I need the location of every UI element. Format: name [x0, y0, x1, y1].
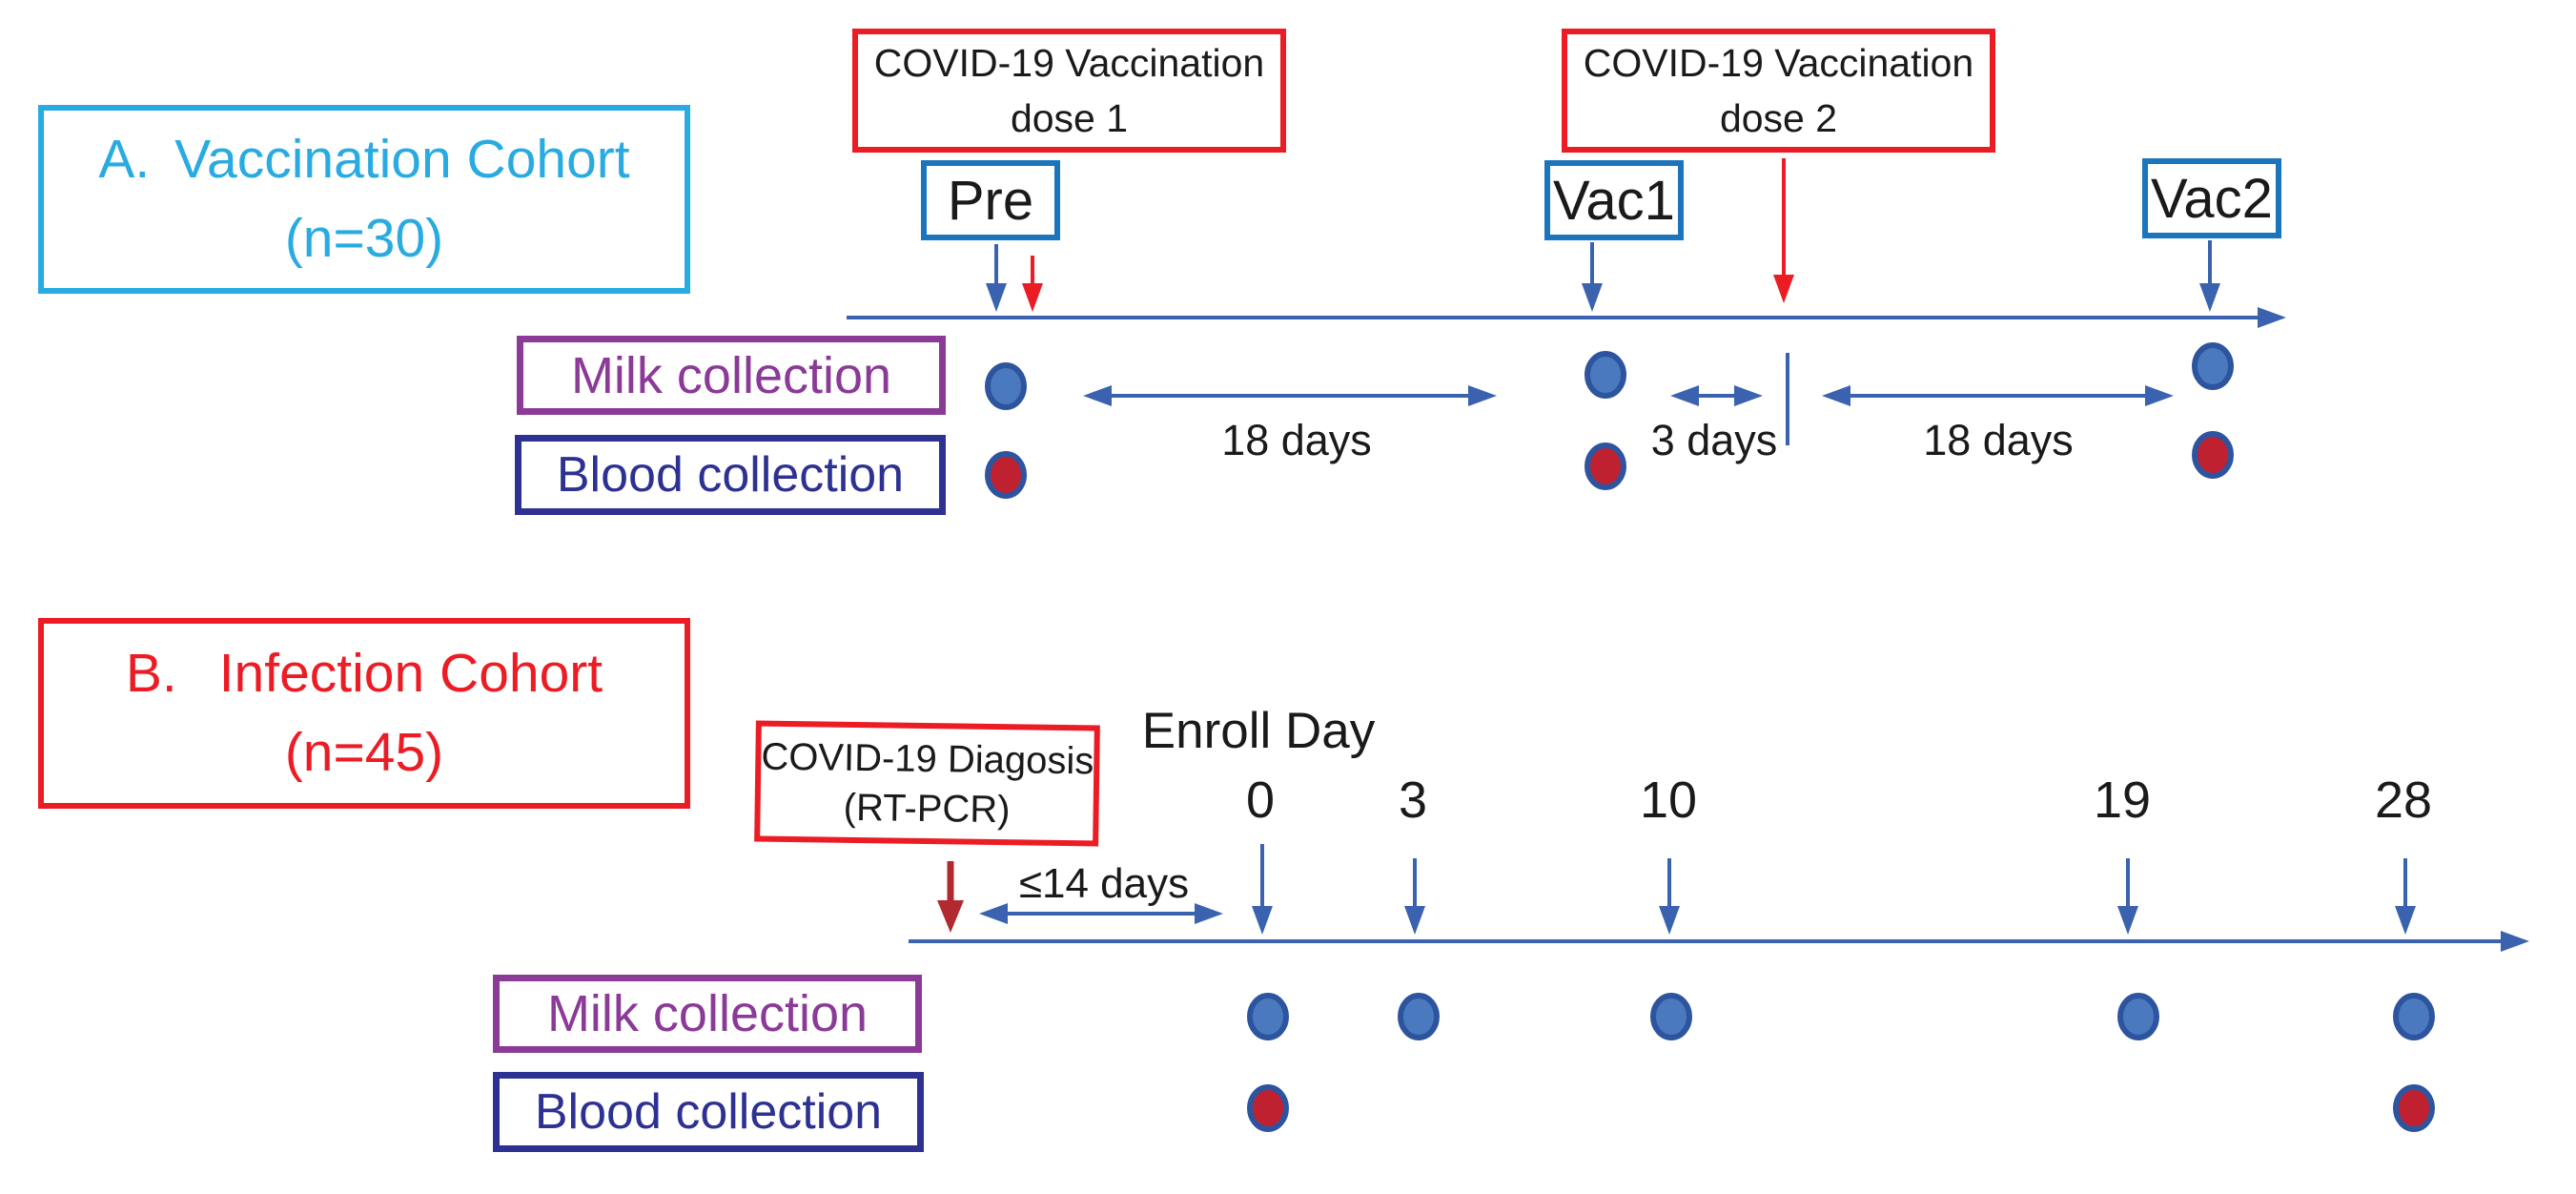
interval-label-3-days: 3 days [1650, 416, 1778, 464]
window-label-14-days: ≤14 days [1018, 860, 1190, 907]
cohort-b-letter: B. [125, 643, 177, 705]
dose1-line2: dose 1 [1010, 96, 1129, 140]
cohort-a-letter: A. [98, 129, 151, 191]
blood-collection-box-a: Blood collection [515, 435, 946, 515]
dose1-callout-box: COVID-19 Vaccination dose 1 [852, 29, 1286, 153]
timepoint-pre-label: Pre [947, 169, 1034, 232]
diagnosis-callout-box: COVID-19 Diagosis (RT-PCR) [754, 720, 1100, 847]
timepoint-vac2-box: Vac2 [2142, 158, 2281, 238]
dose2-line1: COVID-19 Vaccination [1583, 40, 1974, 85]
blood-collection-label-a: Blood collection [556, 447, 905, 503]
timepoint-vac1-box: Vac1 [1544, 160, 1684, 240]
blood-dot-vac1 [1584, 443, 1626, 490]
timepoint-vac1-label: Vac1 [1553, 169, 1675, 232]
blood-collection-box-b: Blood collection [493, 1072, 924, 1152]
dose2-callout-box: COVID-19 Vaccination dose 2 [1562, 29, 1995, 153]
cohort-b-title-box: B. Infection Cohort (n=45) [38, 618, 690, 809]
milk-collection-box-b: Milk collection [493, 975, 922, 1053]
blood-dot-day0 [1247, 1084, 1289, 1132]
milk-dot-day10 [1650, 993, 1692, 1040]
milk-dot-day3 [1398, 993, 1440, 1040]
cohort-a-n: (n=30) [284, 208, 444, 269]
day-label-0: 0 [1245, 772, 1276, 829]
milk-dot-day0 [1247, 993, 1289, 1040]
diagnosis-line2: (RT-PCR) [843, 786, 1011, 831]
milk-dot-pre [985, 362, 1027, 410]
cohort-b-title-line: B. Infection Cohort [126, 634, 603, 713]
day-label-3: 3 [1398, 772, 1428, 829]
interval-label-18-days-1: 18 days [1221, 416, 1372, 464]
blood-dot-pre [985, 451, 1027, 499]
timepoint-pre-box: Pre [921, 160, 1060, 240]
blood-dot-vac2 [2192, 431, 2234, 479]
milk-collection-label-b: Milk collection [546, 985, 869, 1042]
milk-dot-vac2 [2192, 342, 2234, 390]
milk-collection-label-a: Milk collection [570, 346, 892, 404]
milk-dot-day28 [2393, 993, 2435, 1040]
enroll-day-label: Enroll Day [1141, 703, 1376, 759]
timepoint-vac2-label: Vac2 [2151, 167, 2273, 230]
day-label-28: 28 [2374, 772, 2433, 829]
cohort-b-title: Infection Cohort [218, 643, 603, 705]
day-label-10: 10 [1639, 772, 1698, 829]
blood-dot-day28 [2393, 1084, 2435, 1132]
milk-dot-vac1 [1584, 351, 1626, 399]
day-label-19: 19 [2093, 772, 2152, 829]
milk-collection-box-a: Milk collection [517, 336, 946, 415]
dose1-line1: COVID-19 Vaccination [873, 40, 1265, 85]
cohort-b-n: (n=45) [284, 722, 444, 783]
blood-collection-label-b: Blood collection [534, 1084, 883, 1140]
milk-dot-day19 [2117, 993, 2159, 1040]
cohort-a-title-box: A. Vaccination Cohort (n=30) [38, 105, 690, 294]
interval-label-18-days-2: 18 days [1923, 416, 2074, 464]
cohort-a-title: Vaccination Cohort [174, 129, 630, 191]
diagnosis-line1: COVID-19 Diagosis [761, 735, 1094, 782]
cohort-a-title-line: A. Vaccination Cohort [98, 120, 629, 199]
dose2-line2: dose 2 [1719, 96, 1838, 140]
